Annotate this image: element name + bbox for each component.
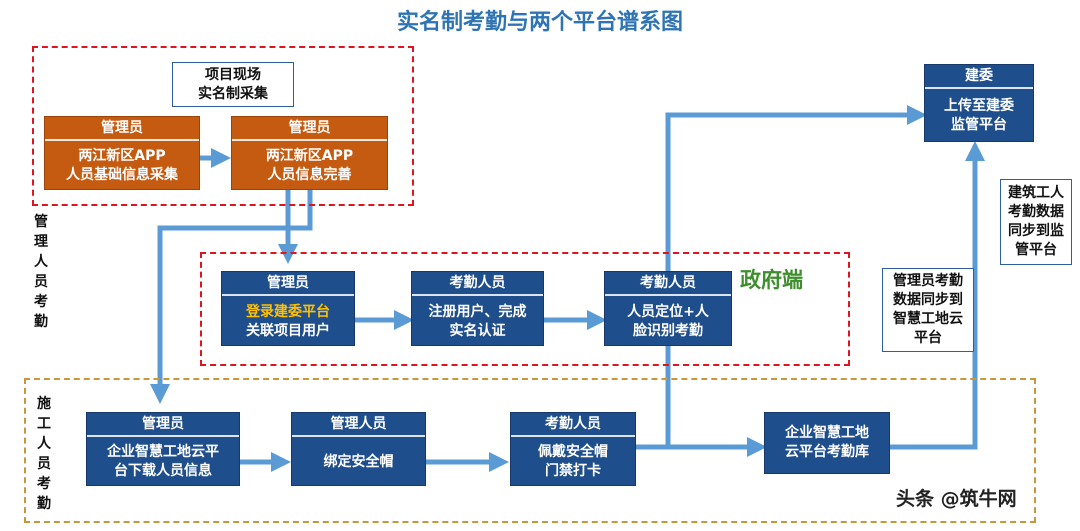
- con-bind-helmet-box: 管理人员 绑定安全帽: [291, 412, 426, 486]
- label-char: 理: [34, 234, 48, 250]
- note-line: 考勤数据: [1008, 204, 1064, 220]
- manager-app-collect-box: 管理员 两江新区APP 人员基础信息采集: [44, 116, 200, 190]
- label-char: 施: [37, 396, 51, 412]
- box-line: 关联项目用户: [246, 322, 330, 339]
- watermark: 头条 @筑牛网: [896, 488, 1017, 510]
- gov-register-box: 考勤人员 注册用户、完成实名认证: [411, 271, 544, 346]
- note-line: 管理员考勤: [893, 273, 963, 289]
- box-line: 上传至建委: [944, 98, 1014, 114]
- note-line: 建筑工人: [1008, 185, 1064, 201]
- site-collection-line2: 实名制采集: [198, 85, 268, 102]
- box-line: 绑定安全帽: [323, 453, 394, 470]
- box-header: 管理人员: [292, 413, 425, 437]
- label-char: 人: [37, 436, 51, 452]
- box-header: 建委: [925, 65, 1033, 89]
- manager-app-frame: [32, 46, 414, 206]
- note-line: 平台: [914, 330, 942, 346]
- gov-side-label: 政府端: [740, 268, 803, 292]
- label-char: 勤: [34, 314, 48, 330]
- label-char: 考: [37, 476, 51, 492]
- box-line: 注册用户、完成: [428, 303, 527, 320]
- con-manager-box: 管理员 企业智慧工地云平台下载人员信息: [86, 412, 240, 486]
- box-line: 人员信息完善: [267, 167, 352, 183]
- box-header: 考勤人员: [412, 272, 543, 296]
- label-char: 管: [34, 214, 48, 230]
- worker-sync-note: 建筑工人 考勤数据 同步到监 管平台: [1000, 179, 1072, 265]
- box-line: 脸识别考勤: [633, 322, 703, 339]
- gov-face-attendance-box: 考勤人员 人员定位+人脸识别考勤: [604, 271, 732, 346]
- label-worker-attendance: 施 工 人 员 考 勤: [36, 394, 52, 514]
- label-char: 员: [37, 456, 51, 472]
- label-char: 工: [37, 416, 51, 432]
- manager-sync-note: 管理员考勤 数据同步到 智慧工地云 平台: [882, 268, 974, 352]
- box-line: 人员基础信息采集: [66, 167, 178, 183]
- box-line: 门禁打卡: [545, 463, 601, 479]
- label-char: 人: [34, 254, 48, 270]
- box-line: 云平台考勤库: [785, 444, 869, 460]
- con-cloud-attendance-box: 企业智慧工地云平台考勤库: [764, 412, 890, 474]
- site-collection-line1: 项目现场: [205, 66, 261, 83]
- con-wear-helmet-box: 考勤人员 佩戴安全帽门禁打卡: [510, 412, 636, 486]
- box-line: 实名认证: [449, 322, 506, 339]
- box-line: 企业智慧工地: [785, 425, 869, 441]
- box-header: 考勤人员: [605, 272, 731, 296]
- construction-frame: [24, 378, 1036, 523]
- note-line: 管平台: [1015, 242, 1057, 258]
- label-char: 员: [34, 274, 48, 290]
- jianwei-platform-box: 建委 上传至建委监管平台: [924, 64, 1034, 142]
- box-line: 两江新区APP: [78, 148, 166, 164]
- box-header: 考勤人员: [511, 413, 635, 437]
- note-line: 智慧工地云: [893, 311, 963, 327]
- arrow-app2-to-conmgr: [150, 190, 313, 404]
- label-manager-attendance: 管 理 人 员 考 勤: [33, 212, 49, 332]
- box-line-highlight: 登录建委平台: [246, 303, 330, 320]
- box-header: 管理员: [45, 117, 199, 141]
- government-frame: [200, 252, 850, 366]
- label-char: 考: [34, 294, 48, 310]
- note-line: 数据同步到: [893, 292, 963, 308]
- arrow-cloud-to-jianwei: [890, 141, 985, 450]
- box-header: 管理员: [232, 117, 387, 141]
- box-line: 台下载人员信息: [114, 463, 212, 479]
- manager-app-complete-box: 管理员 两江新区APP 人员信息完善: [231, 116, 388, 190]
- gov-manager-box: 管理员 登录建委平台关联项目用户: [221, 271, 355, 346]
- diagram-title: 实名制考勤与两个平台谱系图: [396, 10, 683, 35]
- label-char: 勤: [37, 496, 51, 512]
- box-line: 两江新区APP: [265, 148, 354, 164]
- box-line: 人员定位+人: [627, 303, 709, 320]
- box-header: 管理员: [222, 272, 354, 296]
- box-line: 监管平台: [951, 117, 1007, 133]
- site-collection-note: 项目现场实名制采集: [172, 62, 294, 107]
- box-line: 佩戴安全帽: [538, 444, 608, 460]
- box-header: 管理员: [87, 413, 239, 437]
- box-line: 企业智慧工地云平: [107, 444, 219, 460]
- note-line: 同步到监: [1008, 223, 1064, 239]
